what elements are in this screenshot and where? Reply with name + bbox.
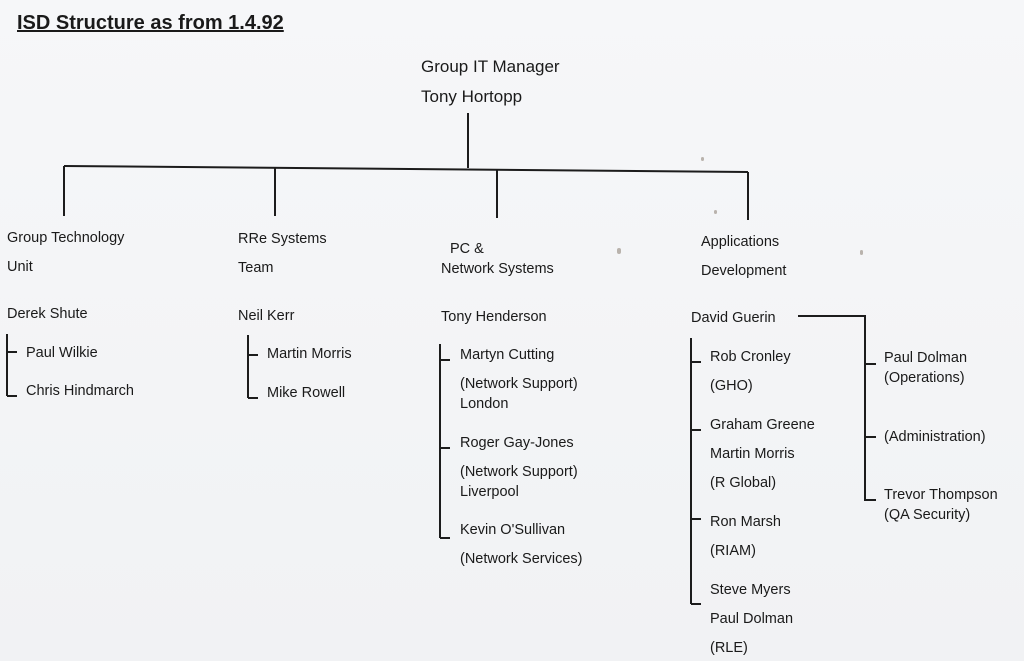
connector-main-bar — [63, 165, 749, 173]
member-name: Ron Marsh — [710, 514, 781, 530]
top-role: Group IT Manager — [421, 57, 560, 76]
unit-name-line2: Development — [701, 263, 787, 279]
unit-name-line1: Group Technology — [7, 230, 125, 246]
top-name: Tony Hortopp — [421, 87, 523, 106]
member-note: (R Global) — [710, 475, 777, 491]
unit-name-line2: Unit — [7, 259, 33, 275]
member-note: (RLE) — [710, 640, 748, 656]
member-name: Paul Wilkie — [26, 345, 98, 361]
unit-name-line1: RRe Systems — [238, 231, 327, 247]
member-note: (Network Support) — [460, 464, 578, 480]
scan-speck — [714, 210, 717, 214]
side-member-note: (QA Security) — [884, 507, 971, 523]
scan-speck — [701, 157, 704, 161]
member-name: Martyn Cutting — [460, 347, 555, 363]
scan-speck — [860, 250, 863, 255]
member-name: Rob Cronley — [710, 349, 791, 365]
member-note: (RIAM) — [710, 543, 756, 559]
side-member-name: Paul Dolman — [884, 350, 968, 366]
member-note: London — [460, 396, 509, 412]
unit-head: Derek Shute — [7, 306, 88, 322]
member-name: Graham Greene — [710, 417, 815, 433]
member-name: Steve Myers — [710, 582, 791, 598]
side-member-name: Trevor Thompson — [884, 487, 998, 503]
member-note: Liverpool — [460, 484, 519, 500]
member-name: Kevin O'Sullivan — [460, 522, 566, 538]
unit-name-line2: Team — [238, 260, 274, 276]
unit-head: Neil Kerr — [238, 308, 295, 324]
member-name: Chris Hindmarch — [26, 383, 134, 399]
member-note: (Network Services) — [460, 551, 583, 567]
bracket-appdev-side — [798, 315, 876, 501]
unit-name-line2: Network Systems — [441, 261, 554, 277]
member-note: (GHO) — [710, 378, 753, 394]
unit-name-line1: Applications — [701, 234, 780, 250]
member-name: Paul Dolman — [710, 611, 794, 627]
unit-head: David Guerin — [691, 310, 776, 326]
side-member-note: (Operations) — [884, 370, 965, 386]
scan-speck — [617, 248, 621, 254]
side-member-note: (Administration) — [884, 429, 986, 445]
unit-name-line1: PC & — [450, 241, 484, 257]
page-title: ISD Structure as from 1.4.92 — [17, 12, 284, 34]
member-name: Martin Morris — [267, 346, 352, 362]
unit-head: Tony Henderson — [441, 309, 547, 325]
member-note: (Network Support) — [460, 376, 578, 392]
member-name: Mike Rowell — [267, 385, 346, 401]
member-name: Martin Morris — [710, 446, 795, 462]
member-name: Roger Gay-Jones — [460, 435, 574, 451]
